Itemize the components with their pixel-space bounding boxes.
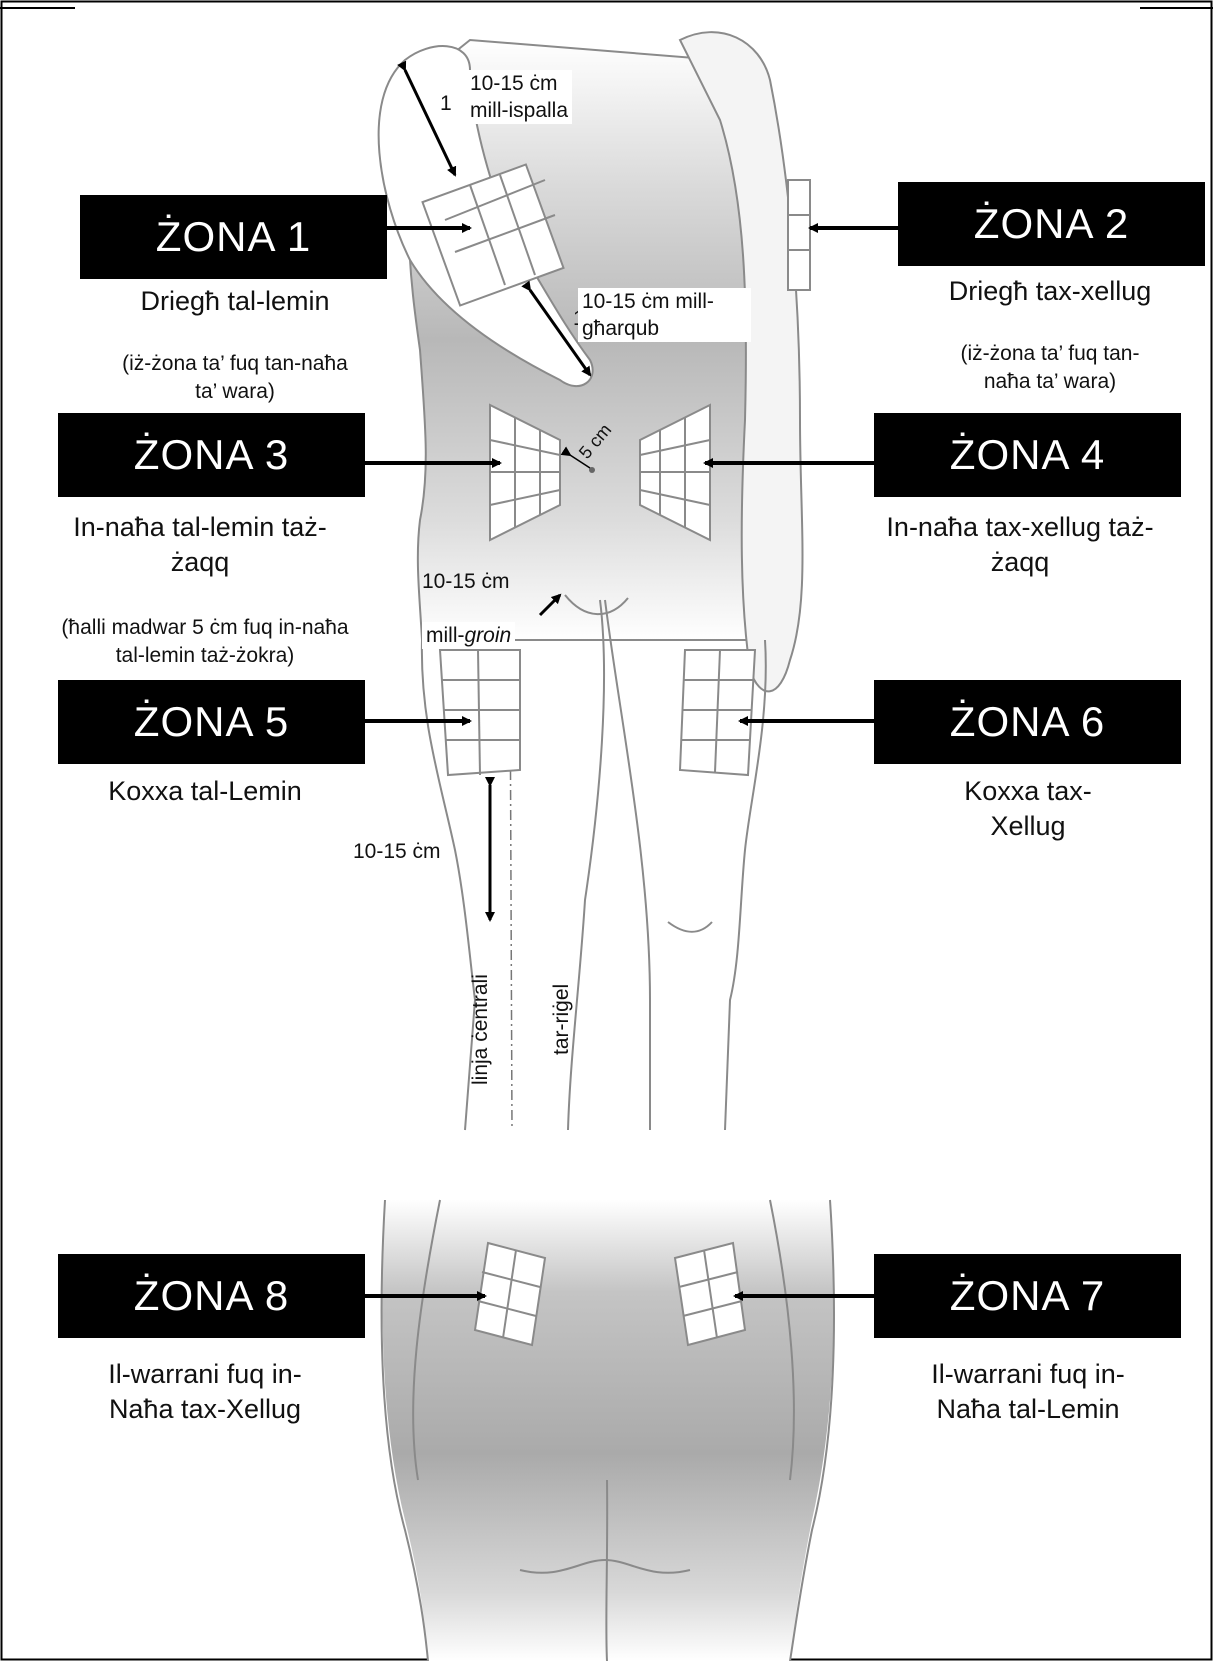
zone-6-label: ŻONA 6 <box>874 680 1181 764</box>
zone-3-caption: In-naħa tal-lemin taż- żaqq <box>20 510 380 580</box>
zone-3-caption-line2: żaqq <box>20 545 380 580</box>
note-upper-arm-left-line2: ta’ wara) <box>60 378 410 406</box>
measure-shoulder-label: 10-15 ċm mill-ispalla <box>466 70 572 124</box>
measure-groin-prefix: mill- <box>426 624 464 647</box>
measure-groin-line1: 10-15 ċm <box>418 568 514 595</box>
measure-shoulder-number: 1 <box>440 90 452 117</box>
zone-6-caption-line1: Koxxa tax- <box>868 774 1188 809</box>
zone-1-label: ŻONA 1 <box>80 195 387 279</box>
measure-elbow-line1: 10-15 ċm mill- <box>582 288 747 315</box>
zone-2-label: ŻONA 2 <box>898 182 1205 266</box>
zone-2-caption: Driegħ tax-xellug <box>895 274 1205 309</box>
zone-4-caption-line2: żaqq <box>840 545 1200 580</box>
zone-6-caption-line2: Xellug <box>868 809 1188 844</box>
zone-3-caption-line1: In-naħa tal-lemin taż- <box>20 510 380 545</box>
zone-7-caption-line1: Il-warrani fuq in- <box>868 1357 1188 1392</box>
zone-8-label: ŻONA 8 <box>58 1254 365 1338</box>
zone-8-caption-line2: Naħa tax-Xellug <box>40 1392 370 1427</box>
grid-zone-5 <box>440 650 520 775</box>
measure-shoulder-line1: 10-15 ċm <box>470 70 568 97</box>
zone-8-caption-line1: Il-warrani fuq in- <box>40 1357 370 1392</box>
measure-groin-word: groin <box>464 624 511 647</box>
zone-5-label: ŻONA 5 <box>58 680 365 764</box>
note-abdomen-line2: tal-lemin taż-żokra) <box>15 642 395 670</box>
zone-5-caption: Koxxa tal-Lemin <box>40 774 370 809</box>
note-upper-arm-right: (iż-żona ta’ fuq tan- naħa ta’ wara) <box>920 340 1180 396</box>
note-upper-arm-left: (iż-żona ta’ fuq tan-naħa ta’ wara) <box>60 350 410 406</box>
zone-7-caption-line2: Naħa tal-Lemin <box>868 1392 1188 1427</box>
note-upper-arm-right-line2: naħa ta’ wara) <box>920 368 1180 396</box>
measure-groin-line2: mill-groin <box>422 622 515 649</box>
measure-shoulder-line2: mill-ispalla <box>470 97 568 124</box>
zone-6-caption: Koxxa tax- Xellug <box>868 774 1188 844</box>
grid-zone-2 <box>788 180 810 290</box>
note-abdomen: (ħalli madwar 5 ċm fuq in-naħa tal-lemin… <box>15 614 395 670</box>
measure-knee-label: 10-15 ċm <box>353 838 441 865</box>
grid-zone-8 <box>475 1243 545 1345</box>
zone-7-label: ŻONA 7 <box>874 1254 1181 1338</box>
zone-4-label: ŻONA 4 <box>874 413 1181 497</box>
note-upper-arm-left-line1: (iż-żona ta’ fuq tan-naħa <box>60 350 410 378</box>
note-abdomen-line1: (ħalli madwar 5 ċm fuq in-naħa <box>15 614 395 642</box>
note-upper-arm-right-line1: (iż-żona ta’ fuq tan- <box>920 340 1180 368</box>
grid-zone-6 <box>680 650 755 775</box>
grid-zone-7 <box>675 1243 745 1345</box>
measure-elbow-line2: għarqub <box>582 315 747 342</box>
zone-3-label: ŻONA 3 <box>58 413 365 497</box>
zone-7-caption: Il-warrani fuq in- Naħa tal-Lemin <box>868 1357 1188 1427</box>
central-line-label: linja ċentrali <box>469 974 493 1085</box>
measure-elbow-label: 10-15 ċm mill- għarqub <box>578 288 751 342</box>
leg-label: tar-riġel <box>550 984 574 1055</box>
zone-4-caption: In-naħa tax-xellug taż- żaqq <box>840 510 1200 580</box>
zone-8-caption: Il-warrani fuq in- Naħa tax-Xellug <box>40 1357 370 1427</box>
zone-1-caption: Driegħ tal-lemin <box>60 284 410 319</box>
buttocks-shape <box>382 1200 834 1661</box>
zone-4-caption-line1: In-naħa tax-xellug taż- <box>840 510 1200 545</box>
